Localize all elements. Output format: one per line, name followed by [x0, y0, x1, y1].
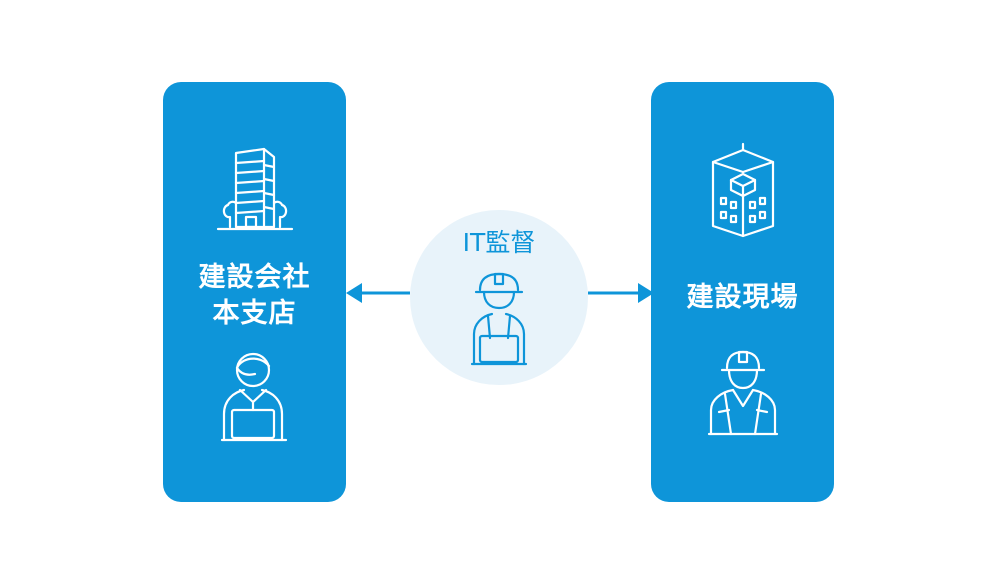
- construction-site-label: 建設現場: [686, 282, 799, 313]
- arrow-to-head-office: [346, 283, 410, 303]
- it-supervisor-title: IT監督: [462, 228, 536, 257]
- it-supervisor-node: IT監督: [410, 210, 588, 385]
- head-office-label-line2: 本支店: [212, 298, 297, 329]
- head-office-label: 建設会社 本支店: [163, 260, 346, 332]
- site-supervisor-laptop-icon: [470, 272, 528, 366]
- office-worker-laptop-icon: [220, 352, 288, 442]
- head-office-label-line1: 建設会社: [198, 262, 311, 293]
- building-under-construction-icon: [711, 142, 775, 238]
- arrow-to-construction-site: [588, 283, 654, 303]
- head-office-panel: 建設会社 本支店: [163, 82, 346, 502]
- construction-site-panel: 建設現場: [651, 82, 834, 502]
- office-building-icon: [216, 147, 294, 231]
- construction-worker-icon: [707, 350, 779, 436]
